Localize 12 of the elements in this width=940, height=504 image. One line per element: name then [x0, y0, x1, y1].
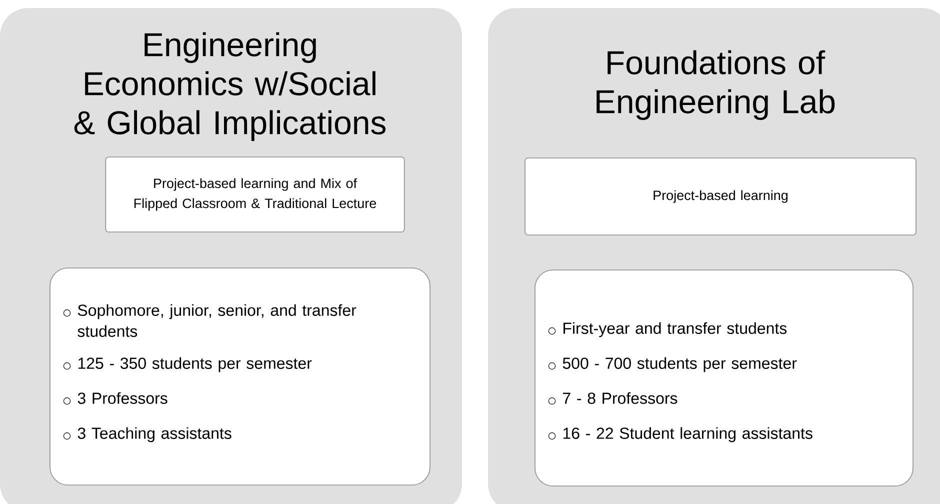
list-item: Sophomore, junior, senior, and transfer students — [63, 304, 356, 337]
list-box — [50, 268, 430, 486]
list-item: 16 - 22 Student learning assistants — [548, 427, 812, 442]
list-box — [534, 270, 914, 486]
text-box: Project-based learning — [524, 158, 916, 236]
list-item: First-year and transfer students — [548, 322, 787, 338]
list-item: 3 Professors — [63, 392, 168, 405]
list-item: 500 - 700 students per semester — [548, 357, 797, 372]
list-item: 3 Teaching assistants — [63, 427, 232, 442]
list-item: 7 - 8 Professors — [548, 392, 678, 405]
list-item: 125 - 350 students per semester — [63, 357, 312, 372]
text-box: Project-based learning and Mix of Flipped Classroom & Traditional Lecture — [105, 156, 405, 232]
